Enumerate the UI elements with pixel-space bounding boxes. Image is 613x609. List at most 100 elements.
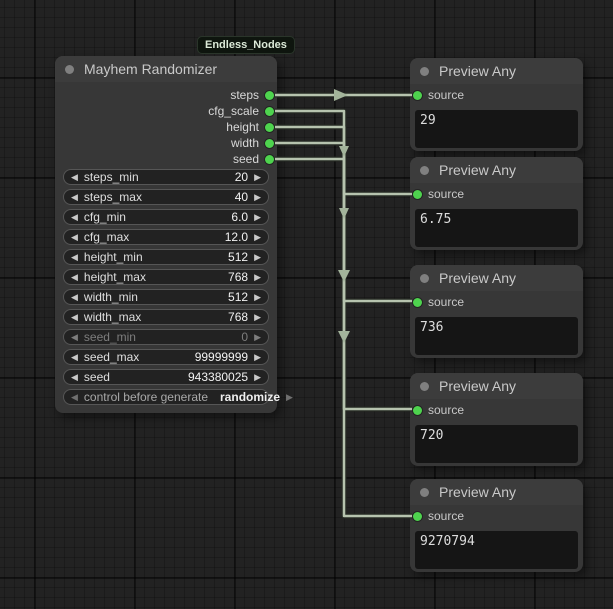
widget-value[interactable]: 768 bbox=[228, 270, 249, 284]
preview-textarea[interactable]: 29 bbox=[415, 110, 578, 148]
decrement-arrow-icon[interactable]: ◀ bbox=[71, 172, 78, 182]
input-slot-source[interactable]: source bbox=[413, 87, 464, 103]
input-slot-label: source bbox=[428, 509, 465, 523]
input-slot-label: source bbox=[428, 295, 465, 309]
collapse-dot-icon[interactable] bbox=[420, 487, 429, 497]
decrement-arrow-icon[interactable]: ◀ bbox=[71, 312, 78, 322]
widget-cfg-min[interactable]: ◀ cfg_min 6.0 ▶ bbox=[63, 209, 269, 225]
increment-arrow-icon[interactable]: ▶ bbox=[254, 232, 261, 242]
widget-list: ◀ steps_min 20 ▶ ◀ steps_max 40 ▶ ◀ cfg_… bbox=[63, 169, 293, 409]
widget-seed-min[interactable]: ◀ seed_min 0 ▶ bbox=[63, 329, 269, 345]
increment-arrow-icon[interactable]: ▶ bbox=[286, 392, 293, 402]
node-title-bar[interactable]: Mayhem Randomizer bbox=[55, 56, 277, 82]
node-title-bar[interactable]: Preview Any bbox=[410, 58, 583, 84]
decrement-arrow-icon[interactable]: ◀ bbox=[71, 392, 78, 402]
widget-value[interactable]: 943380025 bbox=[188, 370, 249, 384]
widget-value[interactable]: 512 bbox=[228, 250, 249, 264]
output-slot-width[interactable]: width bbox=[55, 135, 277, 151]
output-slot-steps[interactable]: steps bbox=[55, 87, 277, 103]
decrement-arrow-icon[interactable]: ◀ bbox=[71, 332, 78, 342]
increment-arrow-icon[interactable]: ▶ bbox=[254, 252, 261, 262]
output-dot-icon[interactable] bbox=[265, 90, 274, 100]
widget-width-min[interactable]: ◀ width_min 512 ▶ bbox=[63, 289, 269, 305]
output-slot-height[interactable]: height bbox=[55, 119, 277, 135]
widget-height-min[interactable]: ◀ height_min 512 ▶ bbox=[63, 249, 269, 265]
widget-seed-max[interactable]: ◀ seed_max 99999999 ▶ bbox=[63, 349, 269, 365]
increment-arrow-icon[interactable]: ▶ bbox=[254, 292, 261, 302]
node-title-bar[interactable]: Preview Any bbox=[410, 479, 583, 505]
widget-steps-max[interactable]: ◀ steps_max 40 ▶ bbox=[63, 189, 269, 205]
widget-value[interactable]: 6.0 bbox=[231, 210, 249, 224]
output-dot-icon[interactable] bbox=[265, 122, 274, 132]
decrement-arrow-icon[interactable]: ◀ bbox=[71, 292, 78, 302]
increment-arrow-icon[interactable]: ▶ bbox=[254, 172, 261, 182]
widget-value[interactable]: 40 bbox=[234, 190, 249, 204]
collapse-dot-icon[interactable] bbox=[420, 165, 429, 175]
node-title-bar[interactable]: Preview Any bbox=[410, 373, 583, 399]
decrement-arrow-icon[interactable]: ◀ bbox=[71, 192, 78, 202]
input-dot-icon[interactable] bbox=[413, 511, 422, 521]
input-slot-source[interactable]: source bbox=[413, 186, 464, 202]
node-preview-any-2[interactable]: Preview Any source 6.75 bbox=[410, 157, 583, 250]
input-dot-icon[interactable] bbox=[413, 90, 422, 100]
increment-arrow-icon[interactable]: ▶ bbox=[254, 312, 261, 322]
decrement-arrow-icon[interactable]: ◀ bbox=[71, 232, 78, 242]
widget-height-max[interactable]: ◀ height_max 768 ▶ bbox=[63, 269, 269, 285]
decrement-arrow-icon[interactable]: ◀ bbox=[71, 372, 78, 382]
link-height bbox=[275, 125, 412, 303]
output-dot-icon[interactable] bbox=[265, 138, 274, 148]
collapse-dot-icon[interactable] bbox=[65, 64, 74, 74]
node-mayhem-randomizer[interactable]: Mayhem Randomizer steps cfg_scale height… bbox=[55, 56, 293, 413]
preview-textarea[interactable]: 736 bbox=[415, 317, 578, 355]
node-preview-any-1[interactable]: Preview Any source 29 bbox=[410, 58, 583, 151]
collapse-dot-icon[interactable] bbox=[420, 381, 429, 391]
widget-value[interactable]: 99999999 bbox=[194, 350, 249, 364]
widget-control-before-generate[interactable]: ◀ control before generate randomize ▶ bbox=[63, 389, 293, 405]
node-preview-any-4[interactable]: Preview Any source 720 bbox=[410, 373, 583, 466]
input-slot-label: source bbox=[428, 88, 465, 102]
node-preview-any-3[interactable]: Preview Any source 736 bbox=[410, 265, 583, 358]
widget-value[interactable]: 12.0 bbox=[224, 230, 249, 244]
widget-cfg-max[interactable]: ◀ cfg_max 12.0 ▶ bbox=[63, 229, 269, 245]
input-dot-icon[interactable] bbox=[413, 405, 422, 415]
preview-textarea[interactable]: 9270794 bbox=[415, 531, 578, 569]
output-slot-seed[interactable]: seed bbox=[55, 151, 277, 167]
input-slot-source[interactable]: source bbox=[413, 294, 464, 310]
widget-value[interactable]: 0 bbox=[241, 330, 249, 344]
collapse-dot-icon[interactable] bbox=[420, 273, 429, 283]
node-title-bar[interactable]: Preview Any bbox=[410, 265, 583, 291]
decrement-arrow-icon[interactable]: ◀ bbox=[71, 352, 78, 362]
link-width bbox=[275, 141, 412, 411]
increment-arrow-icon[interactable]: ▶ bbox=[254, 272, 261, 282]
widget-value[interactable]: 20 bbox=[234, 170, 249, 184]
increment-arrow-icon[interactable]: ▶ bbox=[254, 192, 261, 202]
increment-arrow-icon[interactable]: ▶ bbox=[254, 352, 261, 362]
output-slot-cfg-scale[interactable]: cfg_scale bbox=[55, 103, 277, 119]
increment-arrow-icon[interactable]: ▶ bbox=[254, 372, 261, 382]
increment-arrow-icon[interactable]: ▶ bbox=[254, 212, 261, 222]
widget-value[interactable]: 768 bbox=[228, 310, 249, 324]
widget-value[interactable]: randomize bbox=[220, 390, 281, 404]
widget-value[interactable]: 512 bbox=[228, 290, 249, 304]
preview-textarea[interactable]: 6.75 bbox=[415, 209, 578, 247]
input-slot-source[interactable]: source bbox=[413, 402, 464, 418]
increment-arrow-icon[interactable]: ▶ bbox=[254, 332, 261, 342]
output-label: width bbox=[230, 136, 259, 150]
input-slot-source[interactable]: source bbox=[413, 508, 464, 524]
input-dot-icon[interactable] bbox=[413, 297, 422, 307]
input-dot-icon[interactable] bbox=[413, 189, 422, 199]
node-pack-badge: Endless_Nodes bbox=[197, 36, 295, 54]
output-dot-icon[interactable] bbox=[265, 106, 274, 116]
node-title-bar[interactable]: Preview Any bbox=[410, 157, 583, 183]
widget-width-max[interactable]: ◀ width_max 768 ▶ bbox=[63, 309, 269, 325]
collapse-dot-icon[interactable] bbox=[420, 66, 429, 76]
output-dot-icon[interactable] bbox=[265, 154, 274, 164]
decrement-arrow-icon[interactable]: ◀ bbox=[71, 212, 78, 222]
widget-steps-min[interactable]: ◀ steps_min 20 ▶ bbox=[63, 169, 269, 185]
widget-seed[interactable]: ◀ seed 943380025 ▶ bbox=[63, 369, 269, 385]
decrement-arrow-icon[interactable]: ◀ bbox=[71, 272, 78, 282]
preview-textarea[interactable]: 720 bbox=[415, 425, 578, 463]
node-preview-any-5[interactable]: Preview Any source 9270794 bbox=[410, 479, 583, 572]
decrement-arrow-icon[interactable]: ◀ bbox=[71, 252, 78, 262]
